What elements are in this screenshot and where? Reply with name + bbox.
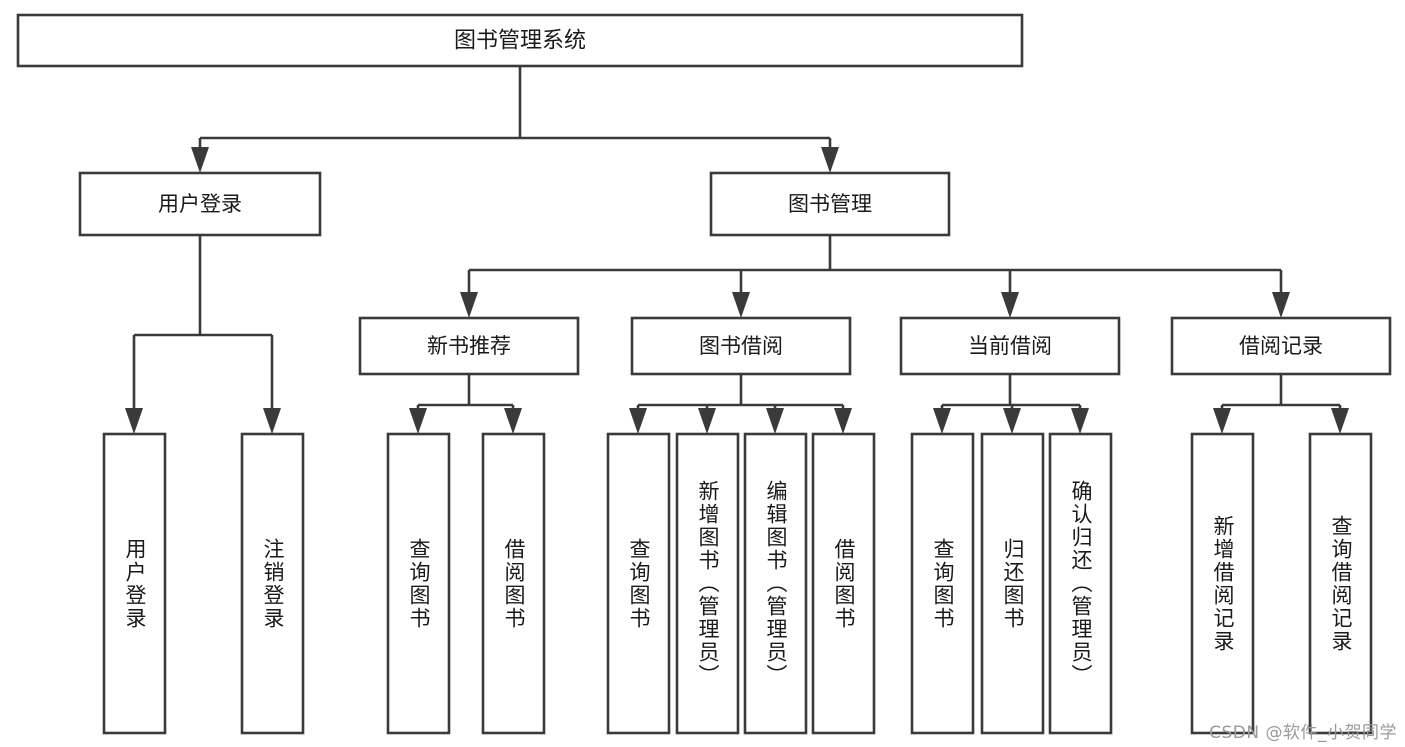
- connector-current-to-leaves: [933, 374, 1089, 434]
- connector-borrow-to-leaves: [629, 374, 852, 434]
- node-label-root: 图书管理系统: [454, 29, 586, 54]
- leaf-node-leaf-logout[interactable]: [240, 432, 305, 735]
- node-rect-leaf-query-record[interactable]: [1308, 432, 1373, 735]
- level2-node-borrow-record[interactable]: [1170, 316, 1392, 376]
- node-rect-leaf-edit-book-admin[interactable]: [743, 432, 808, 735]
- node-rect-leaf-confirm-return[interactable]: [1048, 432, 1113, 735]
- level1-node-user-login[interactable]: [78, 171, 322, 237]
- leaf-node-leaf-user-login[interactable]: [102, 432, 167, 735]
- node-rect-current-borrow[interactable]: [899, 316, 1121, 376]
- node-label-borrow-record: 借阅记录: [1239, 334, 1323, 358]
- node-label-book-manage: 图书管理: [788, 192, 872, 216]
- leaf-node-leaf-add-record[interactable]: [1190, 432, 1255, 735]
- node-rect-leaf-borrow-book-2[interactable]: [811, 432, 876, 735]
- node-rect-user-login[interactable]: [78, 171, 322, 237]
- leaf-node-leaf-query-book-1[interactable]: [386, 432, 451, 735]
- node-label-user-login: 用户登录: [158, 192, 242, 216]
- leaf-node-leaf-borrow-book-2[interactable]: [811, 432, 876, 735]
- node-rect-book-manage[interactable]: [709, 171, 951, 237]
- node-rect-leaf-add-book-admin[interactable]: [675, 432, 740, 735]
- node-label-book-borrow: 图书借阅: [699, 334, 783, 358]
- level1-node-book-manage[interactable]: [709, 171, 951, 237]
- leaf-node-leaf-confirm-return[interactable]: [1048, 432, 1113, 735]
- node-rect-book-borrow[interactable]: [630, 316, 852, 376]
- node-rect-leaf-query-book-2[interactable]: [606, 432, 671, 735]
- node-rect-root[interactable]: [16, 13, 1024, 68]
- level2-node-current-borrow[interactable]: [899, 316, 1121, 376]
- root-node-root[interactable]: [16, 13, 1024, 68]
- node-rect-leaf-logout[interactable]: [240, 432, 305, 735]
- node-rect-leaf-query-book-1[interactable]: [386, 432, 451, 735]
- watermark-text: CSDN @软件_小贺同学: [1209, 723, 1397, 743]
- node-label-new-book-recommend: 新书推荐: [427, 334, 511, 358]
- node-boxes-layer: [16, 13, 1392, 735]
- leaf-node-leaf-edit-book-admin[interactable]: [743, 432, 808, 735]
- connector-user-login-to-leaves: [125, 235, 281, 434]
- node-rect-new-book-recommend[interactable]: [358, 316, 580, 376]
- connector-recommend-to-leaves: [409, 374, 522, 434]
- node-rect-leaf-user-login[interactable]: [102, 432, 167, 735]
- node-rect-leaf-add-record[interactable]: [1190, 432, 1255, 735]
- connector-record-to-leaves: [1213, 374, 1349, 434]
- node-rect-leaf-return-book[interactable]: [980, 432, 1045, 735]
- leaf-node-leaf-borrow-book-1[interactable]: [481, 432, 546, 735]
- connector-book-manage-to-level2: [460, 235, 1290, 318]
- level2-node-book-borrow[interactable]: [630, 316, 852, 376]
- leaf-node-leaf-query-record[interactable]: [1308, 432, 1373, 735]
- leaf-node-leaf-add-book-admin[interactable]: [675, 432, 740, 735]
- leaf-node-leaf-return-book[interactable]: [980, 432, 1045, 735]
- node-rect-borrow-record[interactable]: [1170, 316, 1392, 376]
- level2-node-new-book-recommend[interactable]: [358, 316, 580, 376]
- node-rect-leaf-query-book-3[interactable]: [910, 432, 975, 735]
- connector-root-to-level1: [191, 66, 839, 173]
- node-label-current-borrow: 当前借阅: [968, 334, 1052, 358]
- node-rect-leaf-borrow-book-1[interactable]: [481, 432, 546, 735]
- leaf-node-leaf-query-book-2[interactable]: [606, 432, 671, 735]
- leaf-node-leaf-query-book-3[interactable]: [910, 432, 975, 735]
- connector-links-layer: [125, 66, 1349, 434]
